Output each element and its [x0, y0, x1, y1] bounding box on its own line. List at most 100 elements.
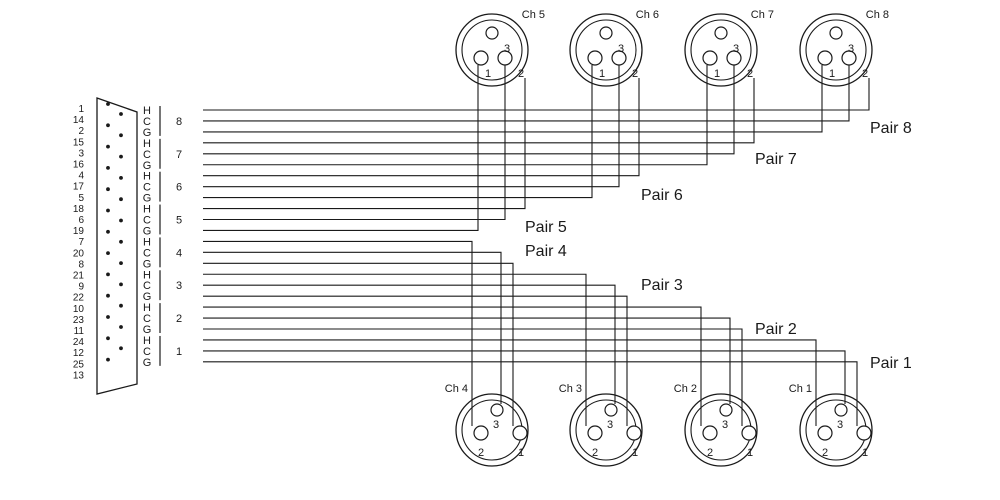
xlr-pin-1: [512, 425, 528, 441]
db25-pin-number: 10: [73, 304, 85, 315]
wire-layer: [203, 65, 870, 426]
xlr-pin-number: 1: [714, 68, 720, 80]
hcg-label: H: [143, 236, 151, 248]
channel-label: Ch 2: [674, 383, 697, 395]
wire-cold: [203, 251, 502, 404]
db25-pin-number: 13: [73, 370, 85, 381]
xlr-pin-1: [702, 50, 718, 66]
hcg-label: C: [143, 149, 151, 161]
db25-pin-numbers: 1142153164175186197208219221023112412251…: [73, 104, 85, 381]
db25-pin-dot: [106, 187, 110, 192]
hcg-label: C: [143, 247, 151, 259]
xlr-pin-2: [841, 50, 857, 66]
db25-pin-number: 18: [73, 204, 85, 215]
xlr-pin-number: 3: [733, 43, 739, 55]
xlr-pin-1: [473, 50, 489, 66]
hcg-label: H: [143, 204, 151, 216]
xlr-outer-ring: [799, 393, 873, 467]
wire-ground: [203, 65, 708, 166]
pair-label: Pair 4: [525, 243, 567, 260]
xlr-pin-2: [473, 425, 489, 441]
wire-hot: [203, 78, 870, 111]
xlr-pin-number: 3: [493, 419, 499, 431]
wire-cold: [203, 65, 506, 221]
xlr-pin-number: 2: [592, 447, 598, 459]
xlr-pin-3: [490, 403, 504, 417]
wire-hot: [203, 78, 640, 177]
xlr-pin-2: [702, 425, 718, 441]
channel-label: Ch 6: [636, 9, 659, 21]
xlr-pin-2: [587, 425, 603, 441]
hcg-label: C: [143, 215, 151, 227]
hcg-label: C: [143, 346, 151, 358]
hcg-label: H: [143, 302, 151, 314]
xlr-pin-3: [604, 403, 618, 417]
db25-pin-dot: [119, 154, 123, 159]
channel-label: Ch 3: [559, 383, 582, 395]
hcg-label: G: [143, 127, 152, 139]
channel-label: Ch 4: [445, 383, 468, 395]
db25-pin-number: 6: [78, 215, 84, 226]
channel-label: Ch 1: [789, 383, 812, 395]
hcg-label: G: [143, 160, 152, 172]
xlr-pin-3: [834, 403, 848, 417]
xlr-outer-ring: [684, 13, 758, 87]
xlr-pin-2: [817, 425, 833, 441]
group-number-label: 4: [176, 247, 182, 259]
xlr-pin-number: 2: [478, 447, 484, 459]
db25-connector: [96, 97, 138, 395]
db25-pin-dot: [119, 197, 123, 202]
xlr-outer-ring: [455, 393, 529, 467]
db25-pin-number: 7: [78, 237, 84, 248]
db25-pin-number: 25: [73, 359, 85, 370]
wire-hot: [203, 78, 755, 144]
xlr-inner-ring: [575, 19, 637, 81]
db25-pin-dot: [106, 272, 110, 277]
xlr-pin-number: 3: [504, 43, 510, 55]
xlr-pin-number: 3: [618, 43, 624, 55]
db25-pin-number: 12: [73, 348, 85, 359]
db25-pin-number: 9: [78, 282, 84, 293]
wire-hot: [203, 240, 473, 426]
xlr-pin-number: 2: [518, 68, 524, 80]
group-number-label: 5: [176, 215, 182, 227]
wire-cold: [203, 350, 846, 404]
db25-pin-number: 20: [73, 248, 85, 259]
hcg-label: C: [143, 182, 151, 194]
pair-label: Pair 8: [870, 120, 912, 137]
wire-ground: [203, 361, 858, 426]
xlr-pin-1: [741, 425, 757, 441]
db25-pin-number: 1: [78, 104, 84, 115]
wire-ground: [203, 65, 823, 133]
xlr-pin-number: 2: [632, 68, 638, 80]
xlr-pin-2: [726, 50, 742, 66]
db25-pin-dot: [106, 315, 110, 319]
wire-cold: [203, 284, 616, 404]
db25-pin-number: 16: [73, 160, 85, 171]
xlr-outer-ring: [569, 393, 643, 467]
xlr-pin-1: [856, 425, 872, 441]
xlr-pin-number: 1: [599, 68, 605, 80]
db25-pin-number: 22: [73, 293, 85, 304]
wire-cold: [203, 65, 735, 155]
hcg-label: C: [143, 280, 151, 292]
db25-pin-dot: [119, 176, 123, 180]
db25-pin-dot: [119, 282, 123, 287]
xlr-outer-ring: [569, 13, 643, 87]
pair-label: Pair 2: [755, 321, 797, 338]
db25-pin-dot: [106, 229, 110, 234]
wire-hot: [203, 306, 702, 426]
wire-ground: [203, 295, 628, 426]
wire-ground: [203, 328, 743, 426]
xlr-pin-3: [829, 26, 843, 40]
db25-pin-number: 21: [73, 271, 85, 282]
xlr-inner-ring: [690, 19, 752, 81]
